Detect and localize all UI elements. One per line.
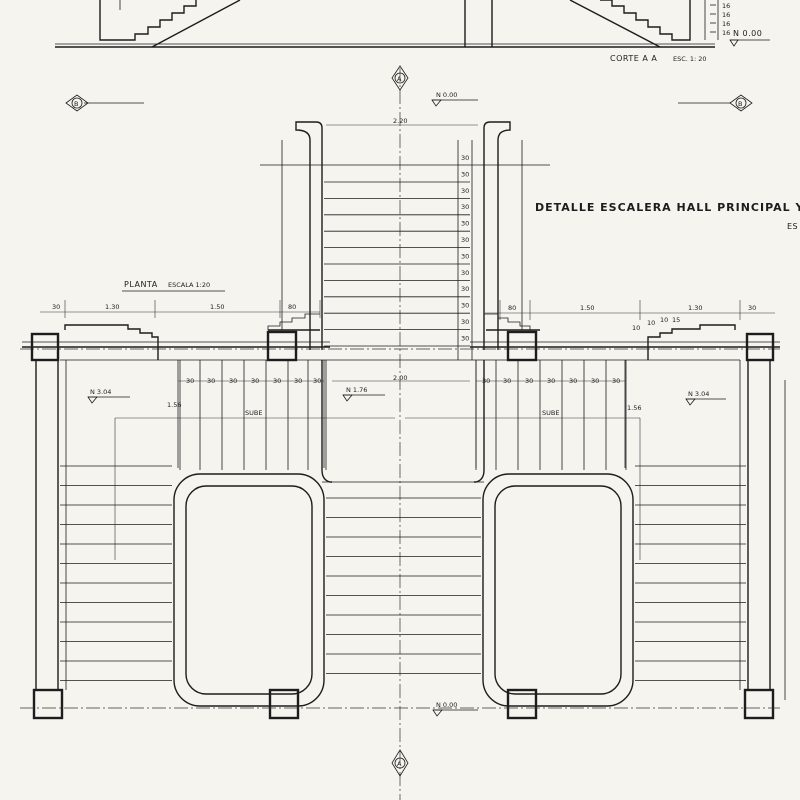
- svg-text:80: 80: [508, 304, 516, 312]
- section-marker-a-bottom: A: [391, 749, 409, 777]
- level-left: N 3.04: [87, 388, 130, 404]
- tread-dim: 30: [461, 170, 469, 178]
- svg-text:1.30: 1.30: [105, 303, 119, 311]
- marker-letter: B: [74, 100, 78, 108]
- svg-text:1.30: 1.30: [688, 304, 702, 312]
- marker-letter: A: [397, 75, 402, 83]
- section-scale: ESC. 1: 20: [673, 55, 707, 63]
- section-cut-aa: 16 16 16 16 N 0.00 CORTE A A ESC. 1: 20: [55, 0, 770, 63]
- dimension-chain-right: 80 1.50 1.30 30 10 10 10 15: [485, 300, 775, 332]
- side-walls: [35, 359, 786, 700]
- upper-tread-dims: 30 30 30 30 30 30 30 30 30 30 30 30: [461, 154, 469, 342]
- tread-dim: 30: [461, 269, 469, 277]
- marker-letter: A: [397, 760, 402, 768]
- svg-text:80: 80: [288, 303, 296, 311]
- tread-dim: 30: [461, 203, 469, 211]
- svg-text:10: 10: [632, 324, 640, 332]
- svg-text:N 0.00: N 0.00: [436, 701, 457, 709]
- svg-text:30: 30: [52, 303, 60, 311]
- svg-text:15: 15: [672, 316, 680, 324]
- plan-title: PLANTA: [124, 280, 158, 289]
- svg-text:1.50: 1.50: [580, 304, 594, 312]
- tread-dim: 30: [461, 318, 469, 326]
- svg-text:N 3.04: N 3.04: [90, 388, 111, 396]
- lower-treads: [60, 465, 746, 681]
- section-level-label: N 0.00: [733, 29, 762, 38]
- dimension-chain-left: 30 1.30 1.50 80: [40, 300, 321, 318]
- plan-scale: ESCALA 1:20: [168, 281, 210, 289]
- riser-dim: 16: [722, 20, 730, 28]
- svg-text:1.50: 1.50: [210, 303, 224, 311]
- svg-text:1.56: 1.56: [167, 401, 181, 409]
- tread-dim: 30: [461, 302, 469, 310]
- central-stair-upper: 2.20: [260, 117, 550, 360]
- landing-walls: [20, 313, 780, 361]
- landing-inner-lines: 2.00 1.56 1.56 SUBE SUBE: [114, 360, 641, 560]
- drawing-subtitle: ES: [787, 222, 798, 231]
- tread-dim: 30: [461, 220, 469, 228]
- drawing-title: DETALLE ESCALERA HALL PRINCIPAL Y MURO: [535, 201, 800, 214]
- upper-treads: [324, 181, 470, 347]
- marker-letter: B: [738, 100, 742, 108]
- riser-dim: 16: [722, 29, 730, 37]
- tread-dim: 30: [461, 187, 469, 195]
- riser-dim: 16: [722, 11, 730, 19]
- tread-dim: 30: [461, 154, 469, 162]
- level-center: N 1.76: [342, 386, 385, 402]
- tread-dim: 30: [461, 334, 469, 342]
- central-landing: [321, 360, 485, 483]
- level-top: N 0.00: [431, 91, 478, 107]
- section-title: CORTE A A: [610, 54, 657, 63]
- svg-text:10: 10: [647, 319, 655, 327]
- tread-dim: 30: [461, 236, 469, 244]
- riser-dim: 16: [722, 2, 730, 10]
- columns: [30, 329, 775, 720]
- dim-center-landing: 2.00: [393, 374, 407, 382]
- plan-title-group: PLANTA ESCALA 1:20: [122, 280, 225, 292]
- level-right: N 3.04: [685, 390, 726, 406]
- sube-right: SUBE: [542, 409, 559, 417]
- svg-text:1.56: 1.56: [627, 404, 641, 412]
- svg-text:30: 30: [748, 304, 756, 312]
- tread-dim: 30: [461, 285, 469, 293]
- svg-text:N 3.04: N 3.04: [688, 390, 709, 398]
- stair-well-right: [482, 473, 634, 707]
- svg-text:10: 10: [660, 316, 668, 324]
- sube-left: SUBE: [245, 409, 262, 417]
- section-marker-b-right: B: [678, 94, 753, 112]
- section-marker-b-left: B: [65, 94, 144, 112]
- svg-text:N 0.00: N 0.00: [436, 91, 457, 99]
- dim-center-top: 2.20: [393, 117, 407, 125]
- section-marker-a-top: A: [391, 65, 409, 91]
- stair-well-left: [173, 473, 325, 707]
- level-bottom: N 0.00: [432, 701, 478, 717]
- svg-text:N 1.76: N 1.76: [346, 386, 367, 394]
- tread-dim: 30: [461, 252, 469, 260]
